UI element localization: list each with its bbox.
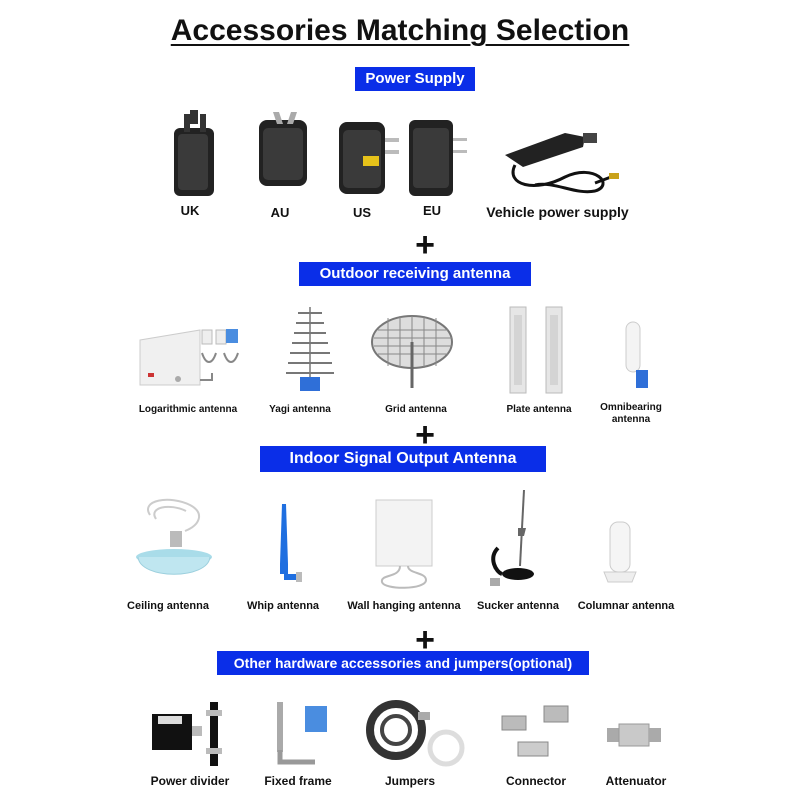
indoor-item-label: Sucker antenna: [477, 600, 559, 612]
grid-antenna-image: [371, 315, 453, 388]
power-item-label: EU: [422, 203, 442, 218]
au-plug-image: [259, 112, 307, 186]
logarithmic-antenna-image: [139, 329, 239, 386]
outdoor-item-label: Omnibearing antenna: [600, 402, 662, 425]
section-heading-outdoor-antenna: Outdoor receiving antenna: [299, 262, 531, 286]
connector-image: [501, 705, 569, 757]
uk-plug-image: [174, 110, 214, 196]
jumpers-image: [366, 700, 465, 767]
us-plug-image: [339, 122, 399, 194]
fixed-frame-image: [277, 702, 327, 765]
indoor-item-label: Wall hanging antenna: [347, 600, 461, 612]
power-divider-image: [152, 702, 222, 766]
indoor-item-label: Columnar antenna: [577, 600, 675, 612]
vehicle-charger-image: [505, 133, 619, 194]
other-item-label: Jumpers: [384, 774, 436, 788]
indoor-item-label: Ceiling antenna: [127, 600, 209, 612]
plus-sign: +: [415, 621, 435, 659]
page-title: Accessories Matching Selection: [170, 14, 630, 47]
section-heading-other-hardware: Other hardware accessories and jumpers(o…: [217, 651, 589, 675]
power-item-label: US: [352, 205, 372, 220]
attenuator-image: [607, 723, 661, 747]
omnibearing-antenna-image: [625, 321, 648, 388]
other-item-label: Connector: [506, 774, 566, 788]
section-heading-power-supply: Power Supply: [355, 67, 475, 91]
eu-plug-image: [409, 120, 467, 196]
yagi-antenna-image: [286, 307, 334, 391]
other-item-label: Power divider: [150, 774, 230, 788]
plate-antenna-image: [509, 306, 563, 394]
ceiling-antenna-image: [136, 498, 212, 575]
outdoor-item-label: Plate antenna: [506, 404, 572, 415]
sucker-antenna-image: [490, 489, 534, 586]
section-heading-indoor-antenna: Indoor Signal Output Antenna: [260, 446, 546, 472]
plus-sign: +: [415, 226, 435, 264]
power-item-label: AU: [270, 205, 290, 220]
power-item-label: Vehicle power supply: [486, 204, 629, 220]
wall-hanging-antenna-image: [375, 499, 433, 589]
other-item-label: Attenuator: [605, 774, 667, 788]
plus-sign: +: [415, 416, 435, 454]
columnar-antenna-image: [603, 521, 637, 583]
indoor-item-label: Whip antenna: [246, 600, 320, 612]
outdoor-item-label: Logarithmic antenna: [138, 404, 238, 415]
whip-antenna-image: [280, 504, 302, 582]
outdoor-item-label: Grid antenna: [385, 404, 447, 415]
other-item-label: Fixed frame: [264, 774, 332, 788]
power-item-label: UK: [180, 203, 200, 218]
outdoor-item-label: Yagi antenna: [269, 404, 331, 415]
